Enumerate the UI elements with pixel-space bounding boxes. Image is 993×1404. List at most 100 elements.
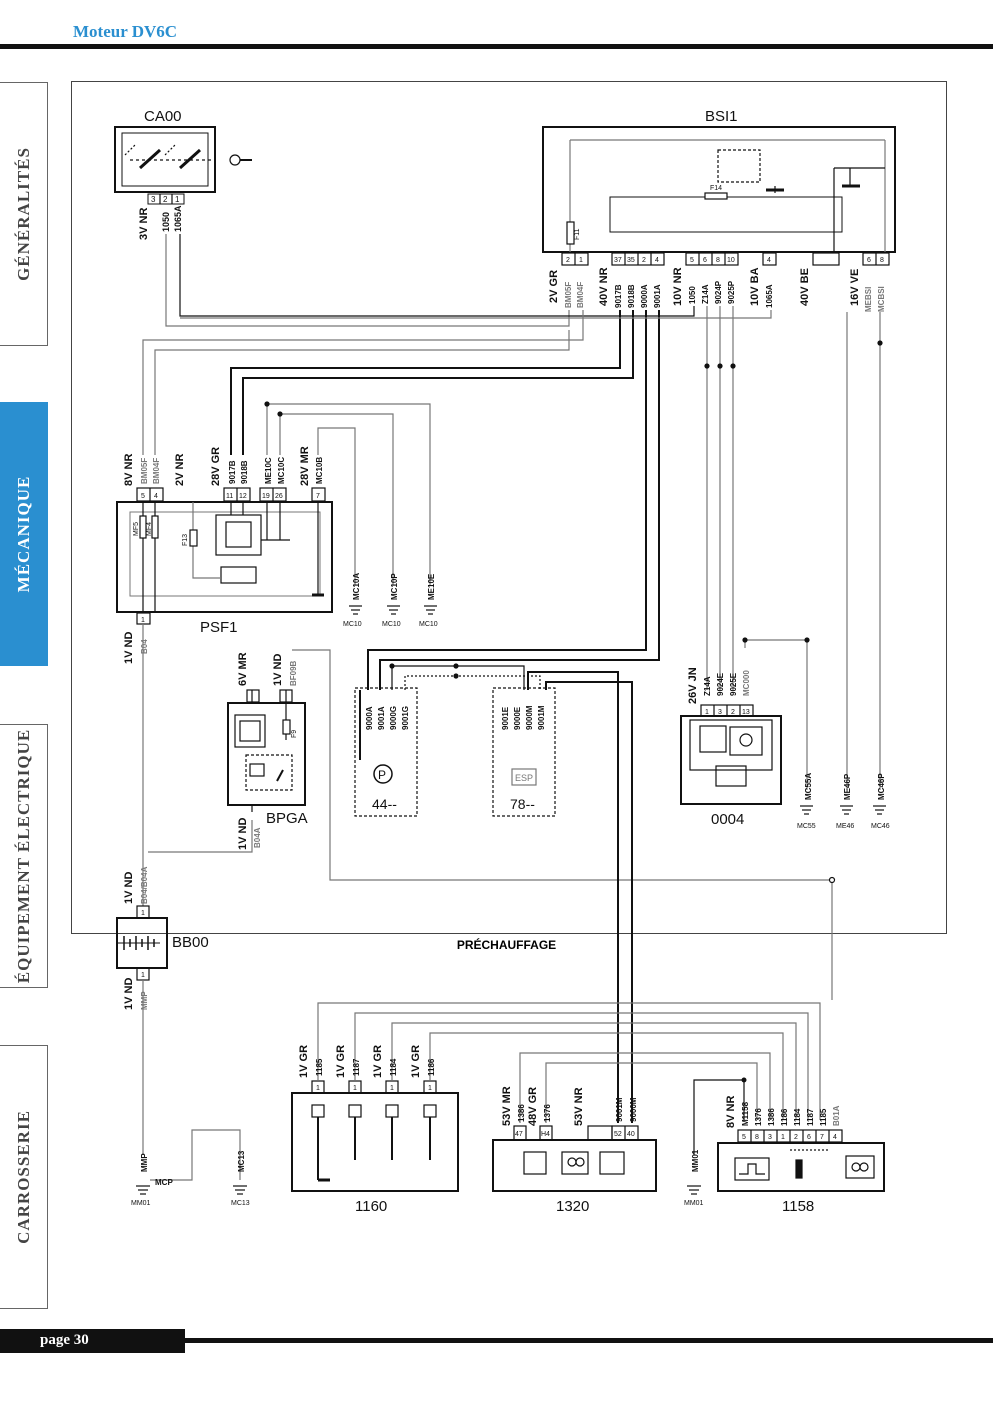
fuse-label: F14 [710, 185, 722, 192]
pin-label: 11 [226, 493, 233, 500]
pin-label: 47 [515, 1131, 523, 1138]
wire-label: 1185 [819, 1108, 828, 1126]
component-bpga: F9 BPGA 6V MR 1V ND 1V ND BF09B B04A [148, 649, 836, 1000]
pin-label: 12 [239, 493, 247, 500]
pin-label: 8 [716, 257, 720, 264]
ground-label: MC10P [390, 573, 399, 600]
component-label: 1158 [782, 1198, 814, 1215]
pin-label: 5 [690, 257, 694, 264]
connector-label: 16V VE [849, 269, 861, 306]
component-1320: 47 H4 52 40 53V MR 48V GR 53V NR 1386 13… [492, 1086, 657, 1215]
parking-brake-icon: P [378, 768, 386, 782]
pin-label: 4 [154, 493, 158, 500]
diagram-caption: PRÉCHAUFFAGE [456, 938, 557, 952]
wire-label: 9000M [525, 705, 534, 730]
pin-label: 5 [742, 1134, 746, 1141]
pin-label: 8 [755, 1134, 759, 1141]
wire-label: 1185 [315, 1058, 324, 1076]
sidebar-tab-carrosserie[interactable]: CARROSSERIE [0, 1045, 48, 1309]
connector-label: 1V GR [372, 1045, 384, 1078]
pin-label: 1 [175, 195, 180, 204]
pin-label: 1 [141, 910, 145, 917]
wire-label: Z14A [703, 676, 712, 696]
pin-label: 37 [614, 257, 622, 264]
component-label: BPGA [266, 810, 308, 827]
wire-label: 9001A [653, 284, 662, 308]
wire-label: 9025P [727, 280, 736, 304]
wire-label: 1186 [780, 1108, 789, 1126]
pin-label: 2 [163, 195, 168, 204]
wire-label: 9018B [240, 460, 249, 484]
pin-label: 5 [141, 493, 145, 500]
component-label: 78-- [510, 796, 535, 812]
ground-label: MC10 [419, 621, 438, 628]
connector-label: 53V NR [573, 1087, 585, 1126]
sidebar-tab-mecanique[interactable]: MÉCANIQUE [0, 402, 48, 666]
wire-label: 9018B [627, 284, 636, 308]
component-label: BB00 [172, 934, 209, 951]
pin-label: 4 [655, 257, 659, 264]
wiring-diagram-frame [71, 81, 947, 934]
wire-label: 9000A [640, 284, 649, 308]
ground-label: MC46 [871, 823, 890, 830]
wire-label: BM04F [576, 282, 585, 308]
wire-label: 1050 [161, 212, 171, 232]
component-label: 1320 [556, 1198, 589, 1215]
document-title: Moteur DV6C [73, 22, 178, 41]
component-1160: 1 1 1 1 1V GR 1V GR 1V GR 1V GR 1185 118… [291, 1045, 459, 1215]
ground-label: MC55 [797, 823, 816, 830]
connector-label: 3V NR [138, 208, 150, 240]
wire-label: MC10B [315, 457, 324, 484]
pin-label: 52 [614, 1131, 622, 1138]
connector-label: 1V GR [335, 1045, 347, 1078]
connector-label: 8V NR [123, 454, 135, 486]
ground-label: MC55A [804, 773, 813, 800]
connector-label: 8V NR [725, 1096, 737, 1128]
pin-label: 19 [262, 493, 270, 500]
ground-label: ME10E [427, 573, 436, 600]
pin-label: 2 [566, 257, 570, 264]
footer-page-box [0, 1329, 185, 1353]
grounds-bottom: MMP MCP MC13 MM01 MM01 MC13 MM01 [131, 1129, 704, 1207]
wire-label: 1187 [806, 1108, 815, 1126]
pin-label: 40 [627, 1131, 635, 1138]
wire-label: 9000M [629, 1097, 638, 1122]
wire-label: ME10C [264, 457, 273, 484]
wire-label: 9001M [615, 1097, 624, 1122]
header-rule [0, 44, 993, 49]
connector-label: 10V BA [749, 267, 761, 306]
connector-label: 40V NR [598, 267, 610, 306]
wire-label: 9001M [537, 705, 546, 730]
pin-label: 2 [794, 1134, 798, 1141]
component-label: 1160 [355, 1198, 387, 1215]
pin-label: 10 [727, 257, 735, 264]
connector-label: 1V ND [123, 978, 135, 1010]
pin-label: 3 [151, 195, 156, 204]
pin-label: 6 [703, 257, 707, 264]
internal-label: MF5 [133, 522, 140, 536]
sidebar-tab-equipement-electrique[interactable]: ÉQUIPEMENT ÉLECTRIQUE [0, 724, 48, 988]
connector-label: 10V NR [672, 267, 684, 306]
sidebar-tab-generalites[interactable]: GÉNÉRALITÉS [0, 82, 48, 346]
wire-label: B04A [253, 827, 262, 848]
wire-label: B04/B04A [140, 866, 149, 904]
fuse-label: F11 [574, 228, 581, 240]
pin-label: 2 [642, 257, 646, 264]
pin-label: 1 [141, 972, 145, 979]
wire-label: BM05F [140, 458, 149, 484]
wire-label: MCBSI [877, 286, 886, 312]
connector-label: 1V ND [123, 632, 135, 664]
wire-label: BF09B [289, 660, 298, 686]
ground-label: MC13 [237, 1150, 246, 1172]
pin-label: 1 [579, 257, 583, 264]
ground-label: MC10 [343, 621, 362, 628]
component-78: ESP 78-- 9001E 9000E 9000M 9001M [492, 671, 633, 1123]
connector-label: 48V GR [527, 1087, 539, 1126]
wire-label: 9017B [614, 284, 623, 308]
wire-label: MMP [140, 991, 149, 1010]
wire-label: 9000G [389, 706, 398, 730]
pin-label: 3 [768, 1134, 772, 1141]
wire-label: Z14A [701, 284, 710, 304]
fuse-label: F13 [182, 534, 189, 546]
wire-label: 1386 [517, 1104, 526, 1122]
